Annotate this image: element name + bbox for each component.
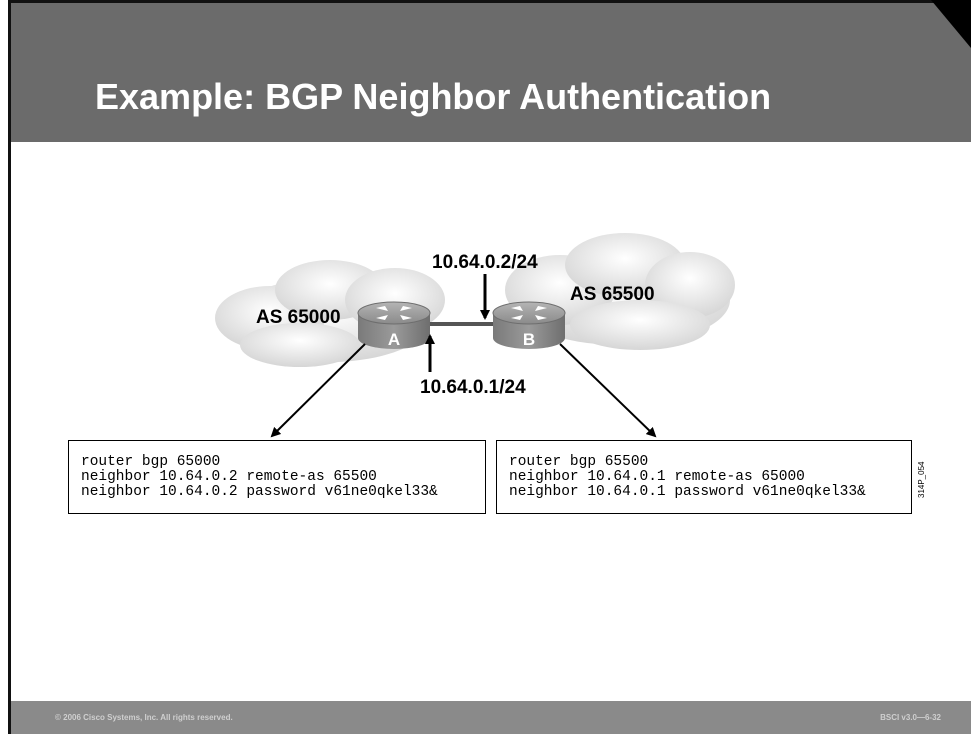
course-code: BSCI v3.0—6-32: [880, 713, 941, 722]
config-line: neighbor 10.64.0.1 remote-as 65000: [509, 469, 805, 485]
config-box-right: router bgp 65500 neighbor 10.64.0.1 remo…: [496, 440, 912, 514]
ip-bottom-label: 10.64.0.1/24: [420, 377, 526, 398]
as-right-label: AS 65500: [570, 284, 655, 305]
cloud-right: [505, 233, 735, 350]
arrow-to-left-config-icon: [270, 343, 366, 438]
router-b-icon: [492, 301, 566, 349]
as-left-label: AS 65000: [256, 307, 341, 328]
slide-title: Example: BGP Neighbor Authentication: [95, 76, 772, 117]
cloud-left: [215, 260, 445, 367]
router-b-label: B: [523, 330, 535, 349]
router-a-icon: [357, 301, 431, 349]
ip-top-label: 10.64.0.2/24: [432, 252, 538, 273]
title-bar: [11, 0, 971, 142]
router-a-label: A: [388, 330, 400, 349]
copyright-text: © 2006 Cisco Systems, Inc. All rights re…: [55, 713, 233, 722]
config-line: neighbor 10.64.0.1 password v61ne0qkel33…: [509, 484, 866, 500]
figure-code: 314P_054: [917, 461, 926, 498]
footer-bar: © 2006 Cisco Systems, Inc. All rights re…: [11, 701, 971, 734]
config-box-left: router bgp 65000 neighbor 10.64.0.2 remo…: [68, 440, 486, 514]
config-line: router bgp 65500: [509, 454, 649, 470]
corner-fold: [931, 0, 971, 48]
config-line: neighbor 10.64.0.2 password v61ne0qkel33…: [81, 484, 438, 500]
config-line: neighbor 10.64.0.2 remote-as 65500: [81, 469, 377, 485]
config-line: router bgp 65000: [81, 454, 221, 470]
arrow-to-right-config-icon: [559, 343, 657, 438]
slide-border: [8, 0, 11, 734]
